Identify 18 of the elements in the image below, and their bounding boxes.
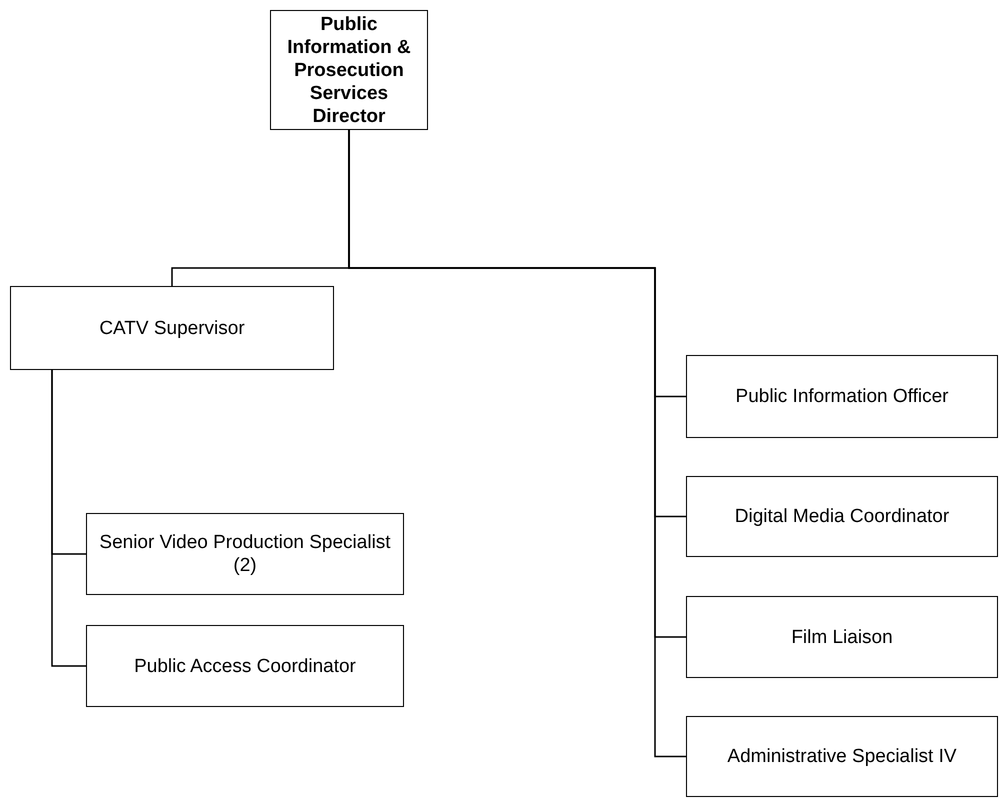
role-title: CATV Supervisor (99, 316, 245, 340)
org-box (270, 10, 428, 130)
role-title: Public Access Coordinator (134, 654, 356, 678)
role-title: Public Information Officer (736, 385, 948, 408)
role-title: Digital Media Coordinator (734, 505, 950, 528)
role-title: Public Information & Prosecution Services Director (286, 12, 412, 128)
org-box (686, 596, 998, 678)
role-title: Film Liaison (791, 626, 893, 648)
connector-line (51, 370, 86, 667)
connector-line (348, 130, 686, 758)
org-box (686, 716, 998, 797)
role-title: Administrative Specialist IV (727, 745, 957, 768)
org-box (10, 286, 334, 370)
org-box (86, 513, 404, 595)
role-title: Senior Video Production Specialist (2) (98, 531, 392, 577)
org-box (686, 476, 998, 557)
org-box (686, 355, 998, 438)
org-box (86, 625, 404, 707)
